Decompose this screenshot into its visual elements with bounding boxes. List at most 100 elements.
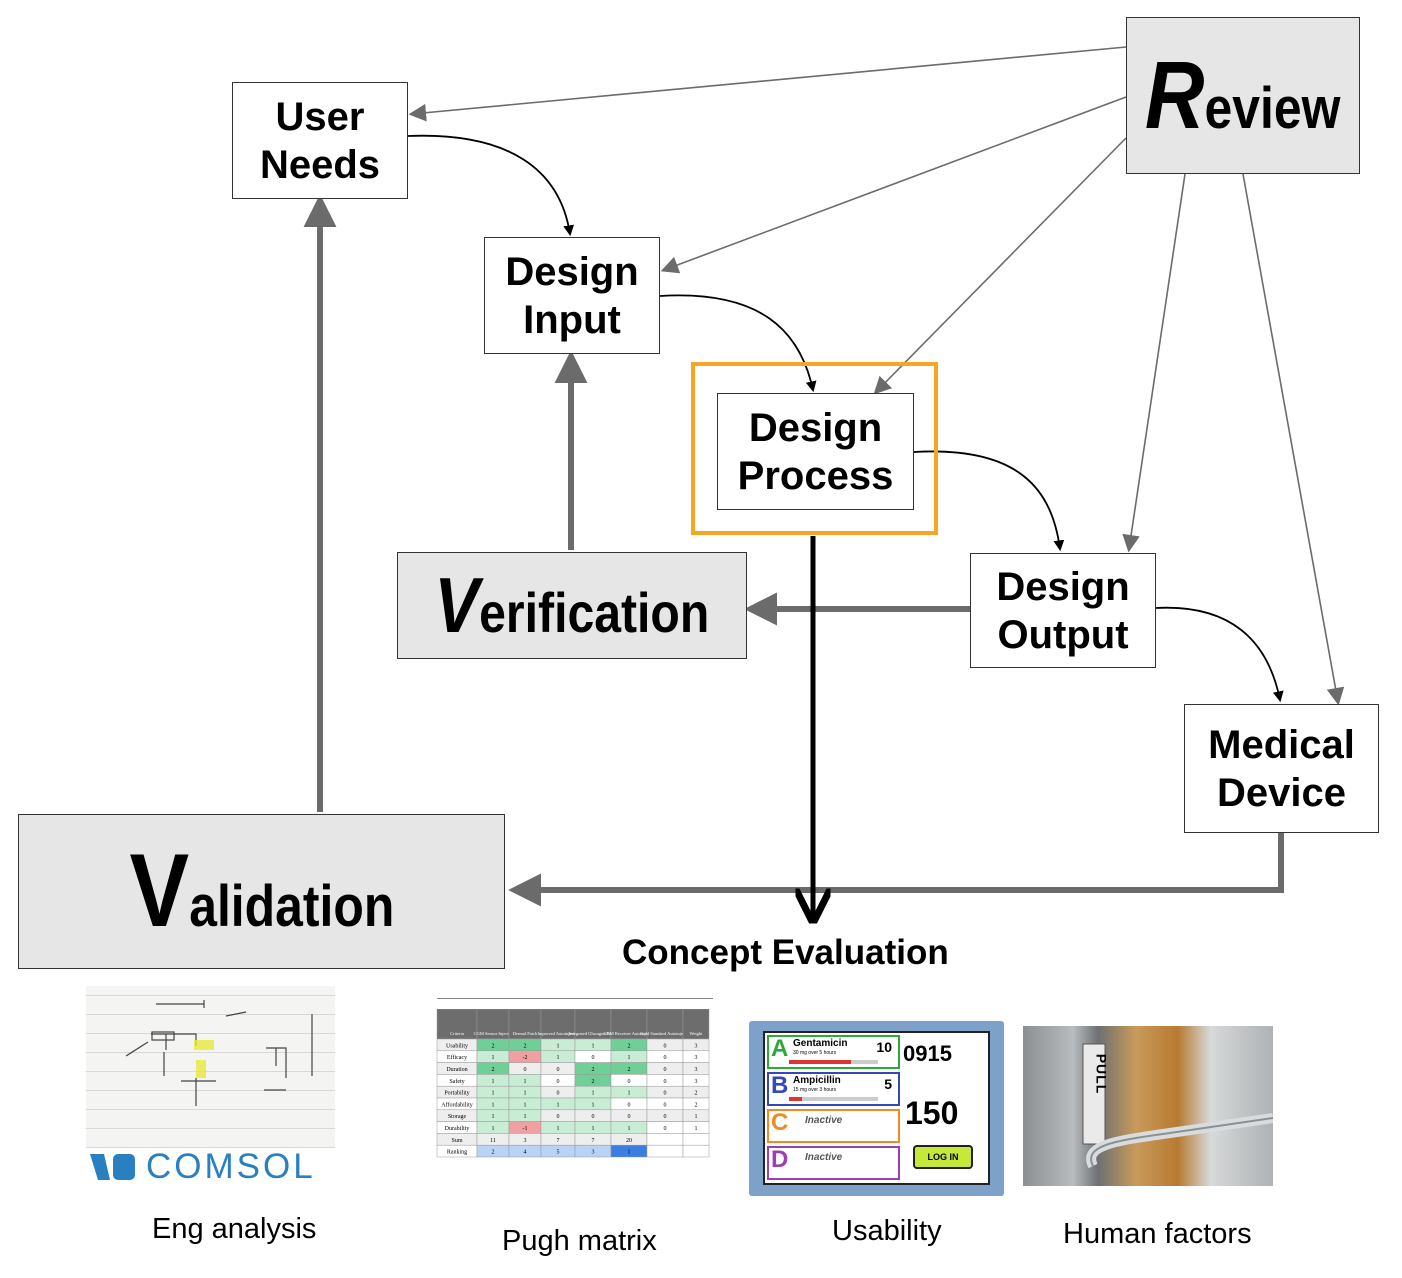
pugh-cell: 1 xyxy=(628,1055,631,1061)
pugh-cell: Safety xyxy=(449,1078,464,1085)
eng-analysis-sketch xyxy=(86,986,335,1148)
pugh-cell: 1 xyxy=(492,1079,495,1085)
pugh-cell: 0 xyxy=(664,1114,667,1120)
pugh-cell: 1 xyxy=(492,1091,495,1097)
pugh-cell: 0 xyxy=(664,1043,667,1049)
pugh-cell: 3 xyxy=(695,1067,698,1073)
user-needs-to-design-input-arrow xyxy=(407,134,574,237)
pugh-cell: Durability xyxy=(445,1126,470,1132)
pugh-caption-line xyxy=(437,998,713,999)
medical-device-label: Medical Device xyxy=(1208,722,1355,815)
pull-sign: PULL xyxy=(1093,1053,1110,1095)
pugh-cell: 1 xyxy=(592,1126,595,1132)
verification-initial: V xyxy=(434,560,480,649)
pugh-cell: 0 xyxy=(664,1055,667,1061)
pugh-cell: 0 xyxy=(592,1114,595,1120)
pugh-header-cell xyxy=(610,1009,648,1040)
pump-channel-dose: 30 mg over 5 hours xyxy=(793,1050,837,1056)
pugh-cell: 2 xyxy=(492,1150,495,1156)
pugh-cell: 7 xyxy=(592,1138,595,1144)
pugh-cell: 1 xyxy=(628,1091,631,1097)
pugh-cell: 2 xyxy=(628,1067,631,1073)
pugh-cell: 3 xyxy=(695,1079,698,1085)
design-process-node: Design Process xyxy=(717,393,914,510)
pump-channel-progress-bar xyxy=(789,1060,878,1064)
pugh-cell: 0 xyxy=(664,1067,667,1073)
review-initial: R xyxy=(1145,41,1205,149)
validation-rest: alidation xyxy=(188,874,394,940)
pump-current-rate: 150 xyxy=(905,1095,959,1131)
pugh-cell: 1 xyxy=(557,1055,560,1061)
pugh-cell: 20 xyxy=(626,1138,632,1144)
design-output-label: Design Output xyxy=(996,564,1130,657)
pugh-header-cell xyxy=(436,1009,478,1040)
pump-channel-name: Inactive xyxy=(805,1152,843,1163)
pugh-cell: 3 xyxy=(524,1138,527,1144)
design-input-label: Design Input xyxy=(505,249,639,342)
pugh-cell: Duration xyxy=(446,1067,467,1073)
design-input-to-design-process-arrow xyxy=(659,294,817,393)
pugh-cell: Storage xyxy=(448,1114,467,1120)
pugh-header-text: CGM Receiver Autoinjector xyxy=(604,1031,655,1036)
pugh-header-cell xyxy=(682,1009,710,1040)
review-to-medical-device-arrow xyxy=(1242,173,1345,706)
pump-channel-rate: 5 xyxy=(884,1076,892,1092)
medical-device-node: Medical Device xyxy=(1184,704,1379,833)
review-to-design-process-arrow xyxy=(873,137,1127,395)
review-to-design-output-arrow xyxy=(1122,173,1186,553)
pugh-cell: 0 xyxy=(664,1126,667,1132)
pugh-cell: 1 xyxy=(628,1126,631,1132)
pugh-cell: 3 xyxy=(695,1055,698,1061)
design-input-node: Design Input xyxy=(484,237,660,354)
usability-caption: Usability xyxy=(832,1215,942,1247)
pugh-cell: 2 xyxy=(592,1067,595,1073)
pugh-cell: 2 xyxy=(492,1067,495,1073)
pump-channel-progress-fill xyxy=(789,1060,852,1064)
pugh-cell: 1 xyxy=(592,1102,595,1108)
pugh-header-text: Gold Standard Autoinjector xyxy=(640,1031,690,1036)
pugh-header-text: Criteria xyxy=(450,1031,464,1036)
pugh-cell: 0 xyxy=(524,1067,527,1073)
pugh-cell-bg xyxy=(646,1133,684,1146)
review-rest: eview xyxy=(1204,75,1341,141)
pugh-cell: 3 xyxy=(592,1150,595,1156)
design-process-to-design-output-arrow xyxy=(913,450,1065,552)
pugh-cell: 1 xyxy=(695,1114,698,1120)
pugh-cell: 1 xyxy=(492,1114,495,1120)
pump-login-button[interactable]: LOG IN xyxy=(913,1145,973,1169)
pugh-matrix-caption: Pugh matrix xyxy=(502,1225,657,1257)
pugh-cell: Portability xyxy=(444,1091,469,1097)
design-process-label: Design Process xyxy=(737,405,894,498)
pugh-cell: 0 xyxy=(628,1114,631,1120)
pugh-cell: 5 xyxy=(557,1150,560,1156)
pugh-cell: 0 xyxy=(664,1091,667,1097)
pugh-cell: 1 xyxy=(592,1043,595,1049)
pugh-cell: 1 xyxy=(524,1091,527,1097)
pugh-cell: 1 xyxy=(492,1055,495,1061)
user-needs-node: User Needs xyxy=(232,82,408,199)
pugh-cell: 1 xyxy=(628,1150,631,1156)
pugh-cell: Sum xyxy=(451,1138,462,1144)
pugh-header-cell xyxy=(540,1009,576,1040)
pugh-cell: 2 xyxy=(524,1043,527,1049)
design-process-highlight xyxy=(691,362,938,535)
concept-evaluation-title: Concept Evaluation xyxy=(622,933,949,972)
pugh-cell: 11 xyxy=(490,1138,496,1144)
pugh-cell: 0 xyxy=(664,1102,667,1108)
pugh-cell: Usability xyxy=(446,1043,468,1049)
pugh-cell: 1 xyxy=(695,1126,698,1132)
pugh-cell-bg xyxy=(682,1133,710,1146)
human-factors-caption: Human factors xyxy=(1063,1218,1252,1250)
pugh-cell: 1 xyxy=(524,1079,527,1085)
